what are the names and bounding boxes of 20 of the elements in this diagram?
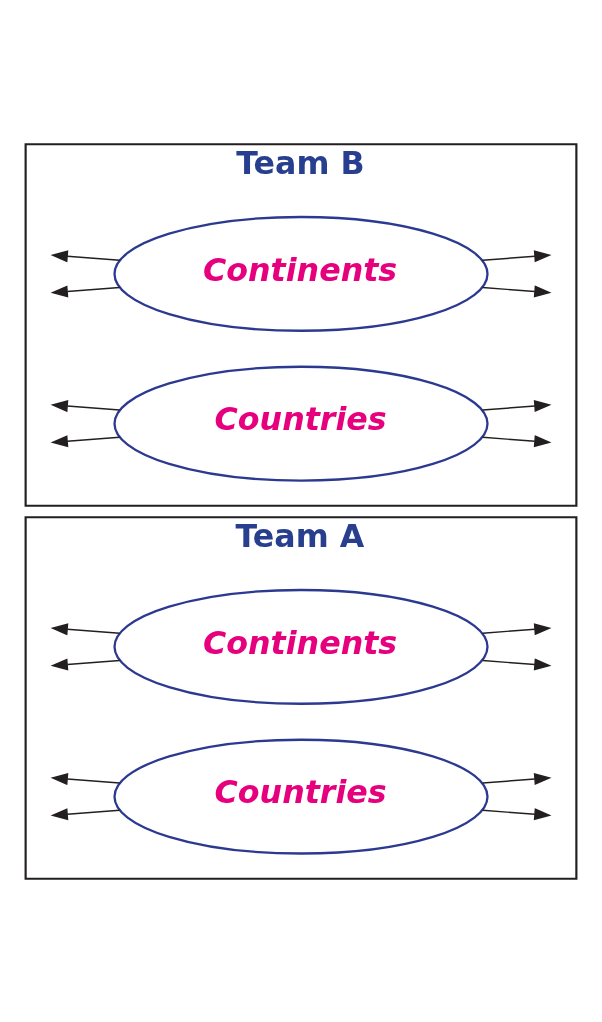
arrow	[50, 807, 121, 820]
node-ellipse: Countries	[113, 738, 489, 855]
node-ellipse: Continents	[113, 215, 489, 332]
arrow	[481, 434, 552, 447]
arrow	[50, 622, 121, 635]
arrow	[481, 807, 552, 820]
node-ellipse: Countries	[113, 365, 489, 482]
arrow	[481, 622, 552, 635]
node-ellipse: Continents	[113, 588, 489, 705]
arrow	[50, 434, 121, 447]
arrow	[50, 657, 121, 670]
arrow	[481, 772, 552, 785]
arrow	[481, 657, 552, 670]
arrow	[481, 284, 552, 297]
arrow	[50, 772, 121, 785]
arrow	[481, 399, 552, 412]
arrow	[50, 249, 121, 262]
arrow	[50, 399, 121, 412]
arrow	[50, 284, 121, 297]
arrow	[481, 249, 552, 262]
